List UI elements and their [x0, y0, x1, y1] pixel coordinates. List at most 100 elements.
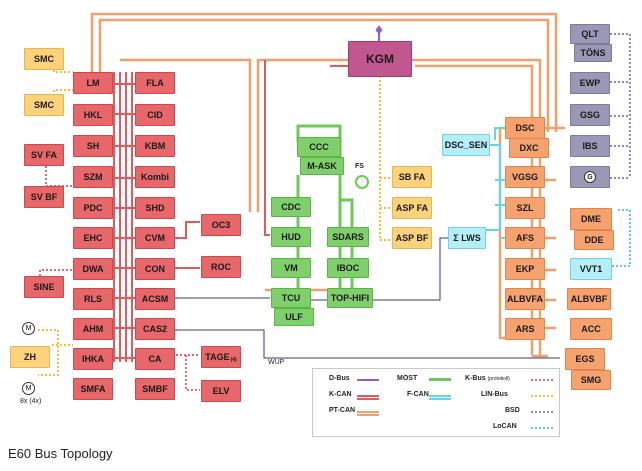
legend-kbus-name: K-Bus: [465, 375, 486, 382]
node-sv-bf[interactable]: SV BF: [24, 186, 64, 208]
wup-label: WUP: [268, 359, 285, 366]
node-tage[interactable]: TAGE(4): [201, 346, 241, 368]
node-cdc[interactable]: CDC: [271, 197, 311, 217]
node-elv[interactable]: ELV: [201, 380, 241, 402]
bsd-lines: [610, 33, 631, 179]
legend-most-swatch: [429, 378, 451, 381]
node-egs[interactable]: EGS: [565, 348, 605, 370]
node-acsm[interactable]: ACSM: [135, 288, 175, 310]
fs-label: FS: [355, 163, 364, 170]
legend-linbus-swatch: [531, 395, 553, 397]
node-ars[interactable]: ARS: [505, 318, 545, 340]
node-generator[interactable]: G: [570, 166, 610, 188]
motor-count-label: 8x (4x): [20, 398, 42, 405]
node-m-ask[interactable]: M-ASK: [300, 157, 344, 175]
node-zh[interactable]: ZH: [10, 346, 50, 368]
node-sh[interactable]: SH: [73, 135, 113, 157]
node-dxc[interactable]: DXC: [509, 138, 549, 158]
node-ca[interactable]: CA: [135, 348, 175, 370]
node-dsc[interactable]: DSC: [505, 117, 545, 139]
node-cid[interactable]: CID: [135, 104, 175, 126]
node-ewp[interactable]: EWP: [570, 72, 610, 94]
node-cas2[interactable]: CAS2: [135, 318, 175, 340]
f-can-lines: [485, 127, 510, 239]
node-ulf[interactable]: ULF: [274, 308, 314, 326]
node-qlt[interactable]: QLT: [570, 24, 610, 44]
node-vgsg[interactable]: VGSG: [505, 166, 545, 188]
node-hud[interactable]: HUD: [271, 227, 311, 247]
motor-icon-top: M: [22, 322, 35, 335]
legend-kbus-label: K-Bus (protokoll): [465, 375, 510, 382]
legend-kcan-label: K-CAN: [329, 391, 352, 398]
node-top-hifi[interactable]: TOP-HIFI: [327, 288, 373, 308]
node-smbf[interactable]: SMBF: [135, 378, 175, 400]
legend-locan-swatch: [531, 427, 553, 429]
node-lm[interactable]: LM: [73, 72, 113, 94]
diagram-title: E60 Bus Topology: [8, 446, 113, 461]
node-sb-fa[interactable]: SB FA: [392, 166, 432, 188]
node-dsc-sen[interactable]: DSC_SEN: [442, 134, 490, 156]
node-ehc[interactable]: EHC: [73, 227, 113, 249]
node-tons[interactable]: TÖNS: [574, 44, 612, 62]
node-ccc[interactable]: CCC: [297, 137, 341, 157]
node-cvm[interactable]: CVM: [135, 227, 175, 249]
node-sdars[interactable]: SDARS: [327, 227, 369, 247]
node-acc[interactable]: ACC: [570, 318, 612, 340]
node-albvbf[interactable]: ALBVBF: [567, 288, 611, 310]
legend-ptcan-label: PT-CAN: [329, 407, 356, 414]
node-szl[interactable]: SZL: [505, 197, 545, 219]
node-smc-1[interactable]: SMC: [24, 48, 64, 70]
node-fla[interactable]: FLA: [135, 72, 175, 94]
legend-bsd-label: BSD: [505, 407, 520, 414]
legend-ptcan-swatch: [357, 411, 379, 413]
node-dde[interactable]: DDE: [574, 230, 614, 250]
node-ihka[interactable]: IHKA: [73, 348, 113, 370]
node-ibs[interactable]: IBS: [570, 135, 610, 157]
tage-label: TAGE: [205, 352, 230, 362]
legend-kcan-swatch: [357, 395, 379, 397]
locan-lines: [612, 209, 631, 267]
node-con[interactable]: CON: [135, 258, 175, 280]
legend-dbus-swatch: [357, 379, 379, 381]
node-szm[interactable]: SZM: [73, 166, 113, 188]
motor-icon-bottom: M: [22, 382, 35, 395]
legend-bsd-swatch: [531, 411, 553, 413]
legend-fcan-label: F-CAN: [407, 391, 429, 398]
node-vm[interactable]: VM: [271, 258, 311, 278]
node-roc[interactable]: ROC: [201, 256, 241, 278]
node-lws[interactable]: Σ LWS: [448, 227, 486, 249]
node-oc3[interactable]: OC3: [201, 214, 241, 236]
generator-icon: G: [584, 171, 596, 183]
node-kbm[interactable]: KBM: [135, 135, 175, 157]
node-dwa[interactable]: DWA: [73, 258, 113, 280]
node-smc-2[interactable]: SMC: [24, 94, 64, 116]
node-rls[interactable]: RLS: [73, 288, 113, 310]
node-kombi[interactable]: Kombi: [135, 166, 175, 188]
node-smfa[interactable]: SMFA: [73, 378, 113, 400]
node-iboc[interactable]: IBOC: [327, 258, 369, 278]
node-sine[interactable]: SINE: [24, 276, 64, 298]
node-gsg[interactable]: GSG: [570, 104, 610, 126]
node-albvfa[interactable]: ALBVFA: [505, 288, 545, 310]
node-asp-fa[interactable]: ASP FA: [392, 197, 432, 219]
node-sv-fa[interactable]: SV FA: [24, 144, 64, 166]
node-vvt1[interactable]: VVT1: [570, 258, 612, 280]
legend-linbus-label: LIN-Bus: [481, 391, 508, 398]
legend-most-label: MOST: [397, 375, 418, 382]
node-asp-bf[interactable]: ASP BF: [392, 227, 432, 249]
node-shd[interactable]: SHD: [135, 197, 175, 219]
node-tcu[interactable]: TCU: [271, 288, 311, 308]
k-can-lines: [108, 60, 356, 362]
legend-fcan-swatch: [429, 395, 451, 397]
node-pdc[interactable]: PDC: [73, 197, 113, 219]
node-hkl[interactable]: HKL: [73, 104, 113, 126]
node-ahm[interactable]: AHM: [73, 318, 113, 340]
node-ekp[interactable]: EKP: [505, 258, 545, 280]
node-kgm[interactable]: KGM: [348, 41, 412, 77]
node-dme[interactable]: DME: [570, 208, 612, 230]
node-smg[interactable]: SMG: [571, 370, 611, 390]
legend-kbus-swatch: [531, 379, 553, 381]
legend-dbus-label: D-Bus: [329, 375, 350, 382]
node-afs[interactable]: AFS: [505, 227, 545, 249]
